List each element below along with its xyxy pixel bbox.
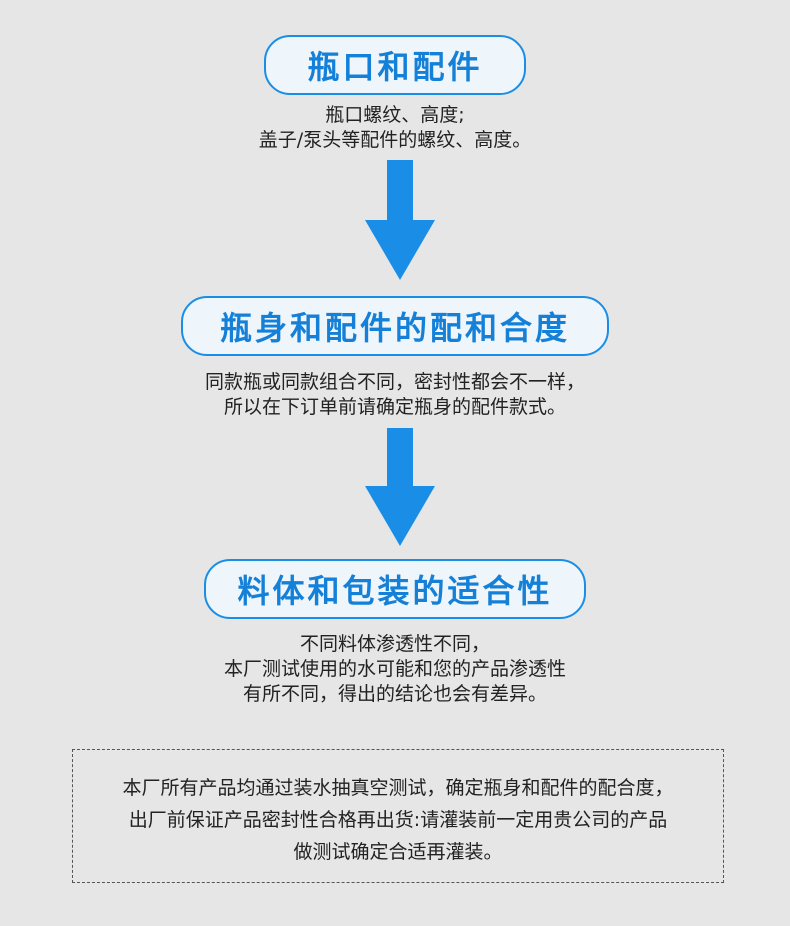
step-2-desc-line: 所以在下订单前请确定瓶身的配件款式。 <box>223 396 566 418</box>
step-1-description: 瓶口螺纹、高度; 盖子/泵头等配件的螺纹、高度。 <box>0 103 790 153</box>
step-1-desc-line: 瓶口螺纹、高度; <box>325 104 465 126</box>
step-3-title: 料体和包装的适合性 <box>204 559 586 619</box>
step-3-desc-line: 本厂测试使用的水可能和您的产品渗透性 <box>223 658 566 680</box>
step-2-title: 瓶身和配件的配和合度 <box>181 296 609 356</box>
step-1-desc-line: 盖子/泵头等配件的螺纹、高度。 <box>258 129 532 151</box>
step-3-description: 不同料体渗透性不同， 本厂测试使用的水可能和您的产品渗透性 有所不同，得出的结论… <box>0 632 790 707</box>
step-2-desc-line: 同款瓶或同款组合不同，密封性都会不一样， <box>204 371 585 393</box>
note-line: 本厂所有产品均通过装水抽真空测试，确定瓶身和配件的配合度， <box>122 777 674 799</box>
step-3-desc-line: 不同料体渗透性不同， <box>299 633 490 655</box>
note-box: 本厂所有产品均通过装水抽真空测试，确定瓶身和配件的配合度， 出厂前保证产品密封性… <box>72 749 724 883</box>
arrow-down-icon <box>365 428 435 546</box>
note-line: 出厂前保证产品密封性合格再出货:请灌装前一定用贵公司的产品 <box>128 809 668 831</box>
step-1-title: 瓶口和配件 <box>264 35 526 95</box>
step-3-desc-line: 有所不同，得出的结论也会有差异。 <box>242 683 547 705</box>
arrow-down-icon <box>365 160 435 280</box>
step-2-description: 同款瓶或同款组合不同，密封性都会不一样， 所以在下订单前请确定瓶身的配件款式。 <box>0 370 790 420</box>
note-line: 做测试确定合适再灌装。 <box>293 841 503 863</box>
